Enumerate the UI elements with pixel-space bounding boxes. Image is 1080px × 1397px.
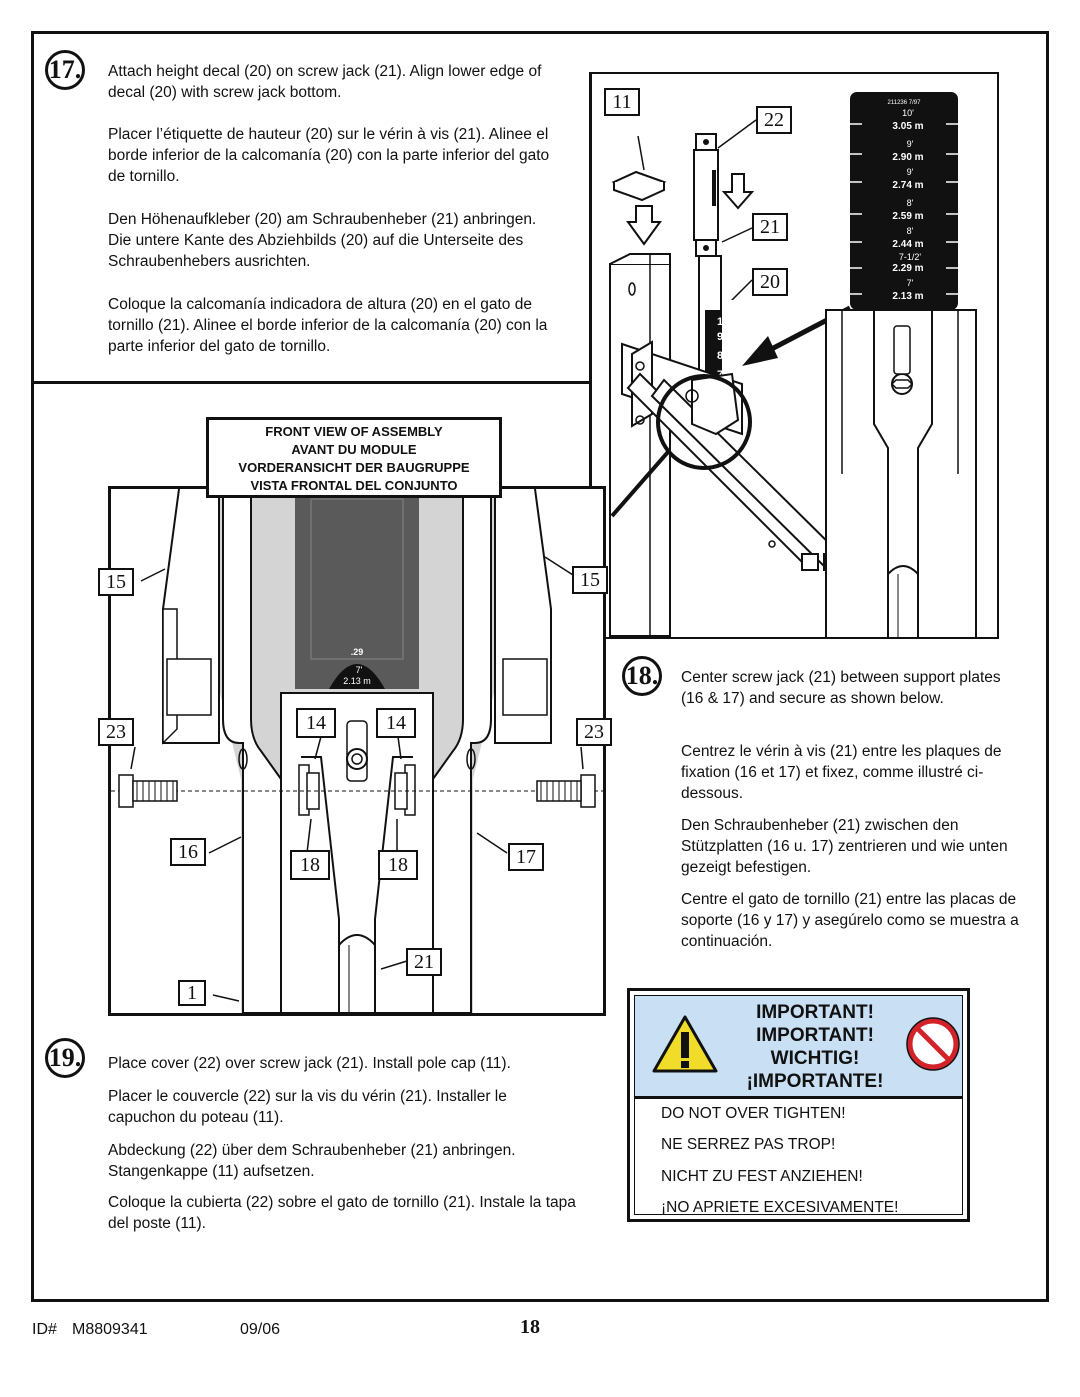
svg-text:8': 8' [907,226,914,236]
footer-date: 09/06 [240,1321,281,1338]
svg-text:8: 8 [717,350,723,362]
callout-14-right: 14 [376,708,416,738]
page-number: 18 [520,1316,540,1338]
front-view-drawing: .29 7' 2.13 m [111,489,603,1013]
svg-text:9: 9 [717,331,723,343]
callout-14-left: 14 [296,708,336,738]
callout-23-right: 23 [576,718,612,746]
important-title-de: WICHTIG! [770,1048,860,1069]
callout-1: 1 [178,980,206,1006]
step-19-text-es: Coloque la cubierta (22) sobre el gato d… [108,1194,576,1232]
svg-text:2.90 m: 2.90 m [892,152,923,163]
callout-15-left: 15 [98,568,134,596]
svg-text:2.29 m: 2.29 m [892,263,923,274]
callout-cover: 22 [756,106,792,134]
svg-text:2.59 m: 2.59 m [892,211,923,222]
height-decal: 211236 7/97 10' 3.05 m 9' 2.90 m 9' 2.74… [888,100,924,302]
step-17-text-en: Attach height decal (20) on screw jack (… [108,63,542,101]
footer-id-value: M8809341 [72,1321,148,1338]
step-17-text-es: Coloque la calcomanía indicadora de altu… [108,296,548,355]
svg-text:.29: .29 [351,647,364,657]
svg-text:1: 1 [717,316,723,328]
svg-text:9': 9' [907,139,914,149]
svg-text:9': 9' [907,167,914,177]
important-line-fr: NE SERREZ PAS TROP! [661,1136,836,1153]
important-line-en: DO NOT OVER TIGHTEN! [661,1105,846,1122]
front-view-title-fr: AVANT DU MODULE [291,442,417,457]
svg-text:2.44 m: 2.44 m [892,239,923,250]
step-18-text-es: Centre el gato de tornillo (21) entre la… [681,891,1019,950]
warning-triangle-icon [652,1015,718,1073]
pole-detail-figure: 1 9 8 7 211236 7/97 10' 3.05 m 9' 2.90 [589,72,999,639]
important-header: IMPORTANT! IMPORTANT! WICHTIG! ¡IMPORTAN… [635,996,962,1099]
prohibited-icon [906,1017,960,1071]
callout-21-jack: 21 [406,948,442,976]
step-19-text-en: Place cover (22) over screw jack (21). I… [108,1055,511,1072]
front-view-title-en: FRONT VIEW OF ASSEMBLY [265,424,443,439]
callout-16: 16 [170,838,206,866]
step-19-text-de: Abdeckung (22) über dem Schraubenheber (… [108,1142,516,1180]
step-18-text-de: Den Schraubenheber (21) zwischen den Stü… [681,817,1008,876]
important-line-es: ¡NO APRIETE EXCESIVAMENTE! [661,1199,899,1216]
section-divider [31,381,589,384]
callout-height-decal: 20 [752,268,788,296]
front-view-figure: .29 7' 2.13 m [108,486,606,1016]
callout-screw-jack: 21 [752,213,788,241]
step-19-text-fr: Placer le couvercle (22) sur la vis du v… [108,1088,507,1126]
step-17-text-fr: Placer l’étiquette de hauteur (20) sur l… [108,126,550,185]
step-17-text-de: Den Höhenaufkleber (20) am Schraubenhebe… [108,211,537,270]
svg-text:7': 7' [356,665,363,675]
svg-text:2.74 m: 2.74 m [892,180,923,191]
important-title-fr: IMPORTANT! [756,1025,874,1046]
pole-detail-drawing: 1 9 8 7 211236 7/97 10' 3.05 m 9' 2.90 [609,92,977,639]
footer-id-label: ID# [32,1321,57,1338]
front-view-title: FRONT VIEW OF ASSEMBLY AVANT DU MODULE V… [206,417,502,498]
callout-23-left: 23 [98,718,134,746]
important-line-de: NICHT ZU FEST ANZIEHEN! [661,1168,863,1185]
callout-15-right: 15 [572,566,608,594]
svg-text:3.05 m: 3.05 m [892,121,923,132]
important-title-en: IMPORTANT! [756,1002,874,1023]
important-title-es: ¡IMPORTANTE! [746,1071,884,1092]
step-19-number: 19. [45,1038,85,1078]
svg-text:2.13 m: 2.13 m [892,291,923,302]
step-18-number: 18. [622,656,662,696]
svg-text:7': 7' [907,278,914,288]
svg-text:8': 8' [907,198,914,208]
front-view-title-de: VORDERANSICHT DER BAUGRUPPE [238,460,470,475]
front-view-title-es: VISTA FRONTAL DEL CONJUNTO [250,478,458,493]
svg-text:7-1/2': 7-1/2' [899,252,922,262]
svg-text:10': 10' [902,108,914,118]
page-frame [31,31,1049,1302]
callout-pole-cap: 11 [604,88,640,116]
step-17-number: 17. [45,50,85,90]
callout-18-left: 18 [290,850,330,880]
step-18-text-fr: Centrez le vérin à vis (21) entre les pl… [681,743,1002,802]
callout-leaders [717,119,757,300]
svg-text:2.13 m: 2.13 m [343,676,371,686]
callout-17: 17 [508,843,544,871]
svg-text:211236 7/97: 211236 7/97 [888,100,922,106]
important-warning-box: IMPORTANT! IMPORTANT! WICHTIG! ¡IMPORTAN… [627,988,970,1222]
callout-18-right: 18 [378,850,418,880]
step-18-text-en: Center screw jack (21) between support p… [681,669,1001,707]
